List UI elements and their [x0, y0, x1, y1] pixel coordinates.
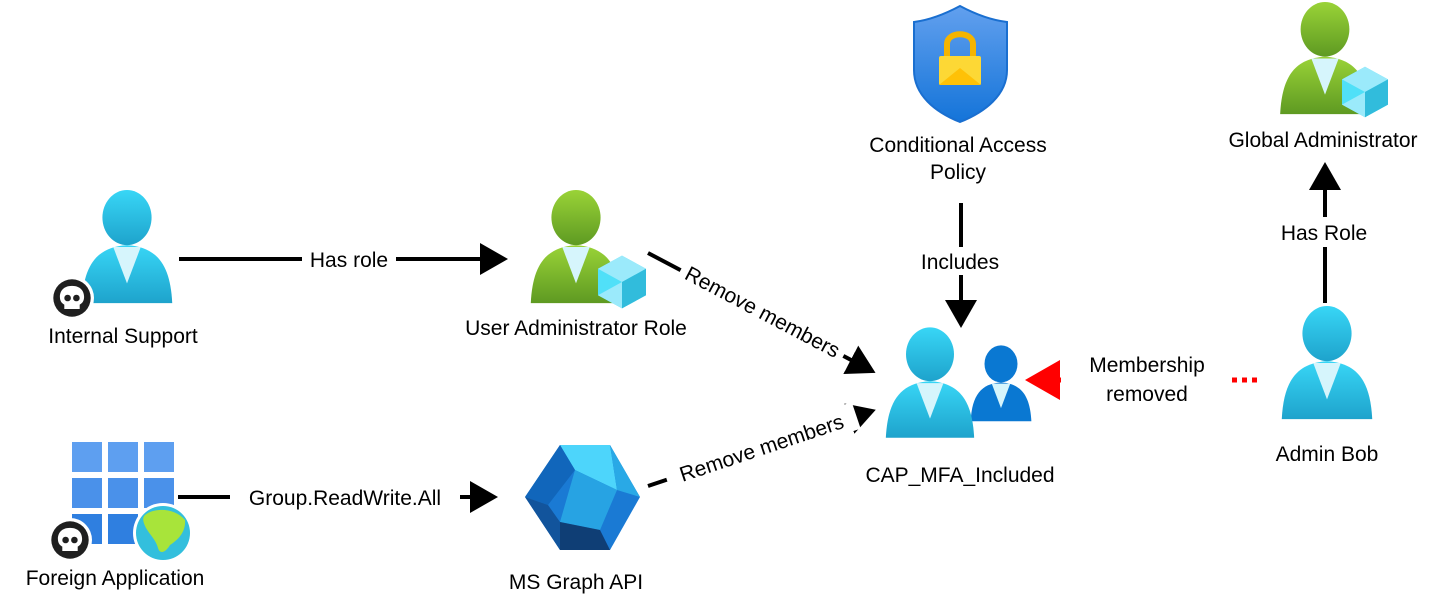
edge-label: Has Role — [1281, 222, 1367, 245]
user-icon — [1281, 306, 1373, 420]
node-label: CAP_MFA_Included — [865, 464, 1054, 487]
app-grid-icon — [72, 442, 174, 544]
edge-label-line1: Membership — [1089, 354, 1205, 377]
globe-icon — [133, 503, 193, 563]
skull-icon — [50, 276, 94, 320]
edge-label: Has role — [310, 249, 388, 272]
shield-lock-icon — [913, 4, 1008, 124]
node-label: Global Administrator — [1228, 129, 1417, 152]
node-cap-mfa-included[interactable]: CAP_MFA_Included — [865, 327, 1055, 487]
edge-label: Group.ReadWrite.All — [249, 487, 441, 510]
edge-remove-members-graph: Remove members — [647, 402, 876, 493]
edge-includes: Includes — [908, 203, 1014, 328]
node-foreign-application[interactable]: Foreign Application — [26, 442, 205, 590]
node-label: MS Graph API — [509, 571, 643, 594]
edge-has-role-global: Has Role — [1266, 162, 1384, 303]
node-label: Internal Support — [48, 325, 198, 348]
edge-has-role: Has role — [179, 243, 508, 275]
node-label: Admin Bob — [1276, 443, 1379, 466]
node-label-line2: Policy — [930, 161, 987, 184]
node-internal-support[interactable]: Internal Support — [48, 190, 198, 348]
node-label-line1: Conditional Access — [869, 134, 1046, 157]
edge-remove-members-user-admin: Remove members — [647, 251, 876, 374]
node-user-administrator-role[interactable]: User Administrator Role — [465, 190, 687, 340]
edge-group-readwrite-all: Group.ReadWrite.All — [178, 481, 498, 513]
node-admin-bob[interactable]: Admin Bob — [1276, 306, 1379, 466]
graph-hexagon-icon — [525, 445, 640, 550]
edge-label-line2: removed — [1106, 383, 1188, 406]
edge-label: Remove members — [681, 262, 843, 362]
group-member-icon — [970, 345, 1032, 422]
node-label: User Administrator Role — [465, 317, 687, 340]
edge-membership-removed: Membership removed — [1025, 354, 1262, 406]
node-conditional-access-policy[interactable]: Conditional Access Policy — [869, 4, 1047, 184]
group-icon — [885, 327, 975, 438]
node-ms-graph-api[interactable]: MS Graph API — [509, 445, 643, 594]
node-label: Foreign Application — [26, 567, 205, 590]
edge-label: Remove members — [677, 410, 847, 486]
node-global-administrator[interactable]: Global Administrator — [1228, 2, 1418, 152]
skull-icon — [48, 518, 92, 562]
user-icon — [81, 190, 173, 304]
edge-label: Includes — [921, 251, 999, 274]
